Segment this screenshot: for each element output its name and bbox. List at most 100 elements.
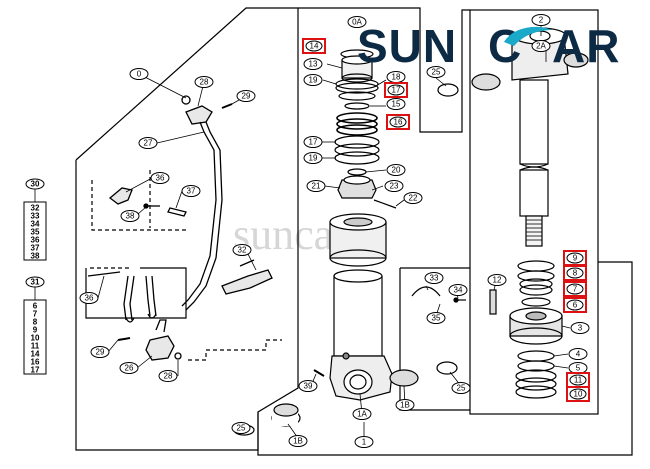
callout-21: 21 <box>306 180 326 192</box>
callout-label: 3 <box>578 324 583 333</box>
callout-label: 4 <box>576 350 581 359</box>
callout-2: 2 <box>531 14 551 26</box>
callout-1B: 1B <box>288 435 308 447</box>
brand-logo: SUN C AR <box>357 20 620 72</box>
callout-36: 36 <box>150 172 170 184</box>
highlighted-callout-label: 11 <box>574 376 583 385</box>
callout-29: 29 <box>90 346 110 358</box>
callout-26: 26 <box>119 362 139 374</box>
callout-15: 15 <box>386 98 406 110</box>
legend-31-id: 31 <box>31 278 40 287</box>
callout-label: 17 <box>309 138 318 147</box>
legend-30-id: 30 <box>31 180 40 189</box>
callout-34: 34 <box>448 284 468 296</box>
callout-label: 34 <box>454 286 463 295</box>
callout-18: 18 <box>386 71 406 83</box>
highlighted-callout-label: 17 <box>392 86 401 95</box>
callout-label: 19 <box>309 76 318 85</box>
callout-label: 13 <box>309 60 318 69</box>
callout-5: 5 <box>568 362 588 374</box>
callout-1: 1 <box>354 436 374 448</box>
highlighted-callout-7: 7 <box>563 281 587 297</box>
callout-label: 0A <box>352 18 362 27</box>
legend-item: 34 <box>31 220 40 229</box>
legend-item: 7 <box>33 310 38 319</box>
legend-item: 32 <box>31 204 40 213</box>
callout-3: 3 <box>570 322 590 334</box>
callout-label: 39 <box>304 382 313 391</box>
callout-28: 28 <box>158 370 178 382</box>
callout-19: 19 <box>303 152 323 164</box>
callout-label: 1A <box>357 410 367 419</box>
callout-label: 29 <box>96 348 105 357</box>
callout-23: 23 <box>384 180 404 192</box>
callout-39: 39 <box>298 380 318 392</box>
highlighted-callout-17: 17 <box>384 82 408 98</box>
diagram-frames <box>75 7 633 456</box>
callout-1B: 1B <box>395 399 415 411</box>
callout-label: 2 <box>539 16 544 25</box>
highlighted-callout-label: 9 <box>573 254 578 263</box>
callout-0A: 0A <box>347 16 367 28</box>
callout-label: 36 <box>156 174 165 183</box>
callout-label: 25 <box>432 68 441 77</box>
logo-swoosh-icon <box>504 26 552 46</box>
legend-item: 8 <box>33 318 38 327</box>
highlighted-callout-label: 16 <box>394 118 403 127</box>
highlighted-callout-9: 9 <box>563 250 587 266</box>
legend-item: 38 <box>31 252 40 261</box>
hose-assembly <box>87 95 273 361</box>
legend-item: 17 <box>31 366 40 375</box>
callout-25: 25 <box>426 66 446 78</box>
legend-item: 10 <box>31 334 40 343</box>
callout-label: 20 <box>392 166 401 175</box>
legend-item: 36 <box>31 236 40 245</box>
callout-label: 15 <box>392 100 401 109</box>
legend-item: 16 <box>31 358 40 367</box>
highlighted-callout-8: 8 <box>563 265 587 281</box>
callout-20: 20 <box>386 164 406 176</box>
highlighted-callout-label: 14 <box>310 42 319 51</box>
callout-label: 37 <box>187 187 196 196</box>
highlighted-callout-16: 16 <box>386 114 410 130</box>
highlighted-callout-label: 6 <box>573 301 578 310</box>
watermark-text: suncar <box>233 210 348 259</box>
callout-1A: 1A <box>352 408 372 420</box>
callout-25: 25 <box>231 422 251 434</box>
callout-label: 33 <box>430 274 439 283</box>
callout-label: 1B <box>293 437 303 446</box>
logo-text-ar: AR <box>552 20 620 72</box>
callout-38: 38 <box>120 210 140 222</box>
callout-label: 38 <box>126 212 135 221</box>
rod-stack <box>233 49 459 436</box>
callout-label: 21 <box>312 182 321 191</box>
highlighted-callout-label: 7 <box>573 285 578 294</box>
callout-label: 0 <box>137 70 142 79</box>
highlighted-callout-label: 8 <box>573 269 578 278</box>
highlighted-callout-10: 10 <box>566 386 590 402</box>
legend-item: 37 <box>31 244 40 253</box>
callout-label: 28 <box>164 372 173 381</box>
legend-item: 6 <box>33 302 38 311</box>
highlighted-callout-14: 14 <box>302 38 326 54</box>
callout-label: 5 <box>576 364 581 373</box>
callout-label: 29 <box>242 92 251 101</box>
callout-label: 23 <box>390 182 399 191</box>
callout-19: 19 <box>303 74 323 86</box>
callout-label: 22 <box>409 194 418 203</box>
callout-13: 13 <box>303 58 323 70</box>
callout-label: 25 <box>237 424 246 433</box>
callout-label: 19 <box>309 154 318 163</box>
logo-text-c: C <box>488 20 522 72</box>
callout-35: 35 <box>426 312 446 324</box>
callout-2A: 2A <box>531 40 551 52</box>
highlighted-callout-6: 6 <box>563 297 587 313</box>
callout-label: 27 <box>144 139 153 148</box>
callout-label: 2A <box>536 42 546 51</box>
callout-25: 25 <box>451 382 471 394</box>
legend-item: 33 <box>31 212 40 221</box>
callout-label: 1B <box>400 401 410 410</box>
